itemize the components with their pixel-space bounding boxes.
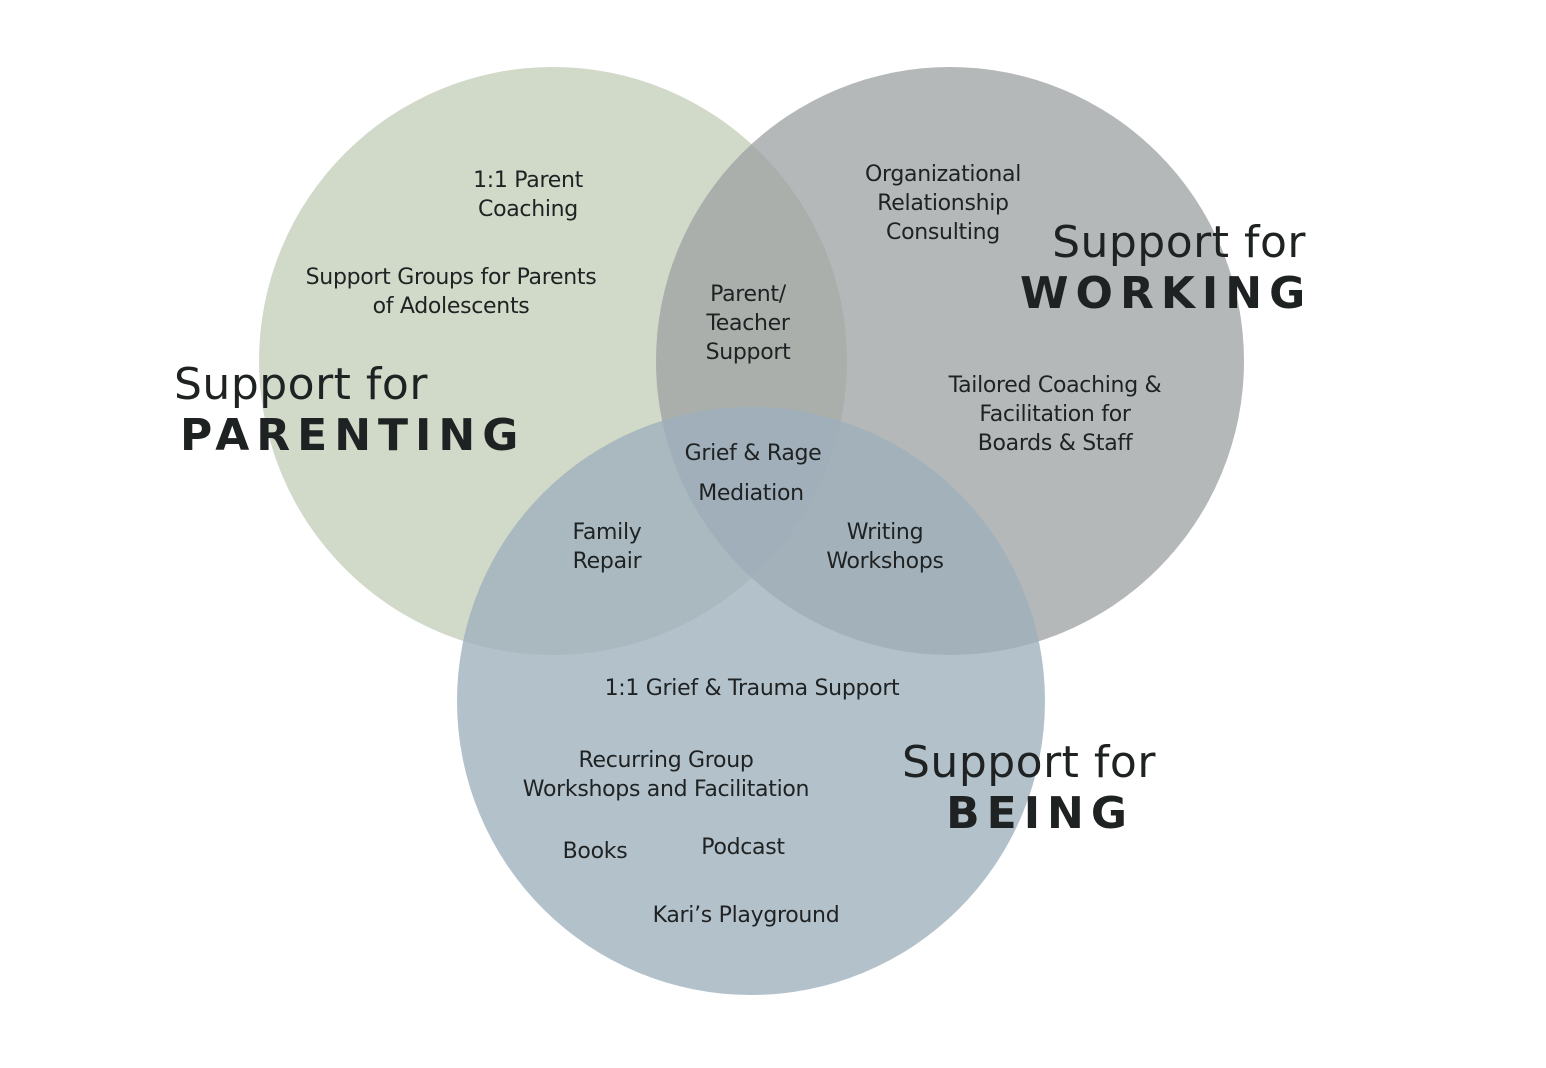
working-heading-prefix: Support for	[1052, 217, 1306, 268]
working-heading-title: WORKING	[1020, 268, 1313, 319]
label-grief-trauma: 1:1 Grief & Trauma Support	[604, 676, 900, 701]
parenting-heading-title: PARENTING	[180, 410, 526, 461]
label-tailored-coaching: Tailored Coaching & Facilitation for Boa…	[948, 373, 1162, 456]
being-heading-prefix: Support for	[902, 737, 1156, 788]
being-heading: Support for BEING	[902, 737, 1156, 840]
label-grief-rage: Grief & Rage	[684, 441, 822, 466]
working-heading: Support for WORKING	[1020, 218, 1306, 320]
label-books: Books	[562, 839, 628, 864]
being-circle	[457, 407, 1045, 995]
label-recurring-group: Recurring Group Workshops and Facilitati…	[522, 748, 810, 802]
label-family-repair: Family Repair	[572, 520, 642, 574]
label-support-groups: Support Groups for Parents of Adolescent…	[305, 265, 597, 319]
label-parent-coaching: 1:1 Parent Coaching	[473, 168, 583, 222]
label-parent-teacher: Parent/ Teacher Support	[705, 282, 791, 365]
label-org-consulting: Organizational Relationship Consulting	[864, 162, 1022, 245]
label-podcast: Podcast	[701, 835, 785, 860]
label-writing-workshops: Writing Workshops	[826, 520, 944, 574]
label-karis-playground: Kari’s Playground	[652, 903, 840, 928]
label-mediation: Mediation	[698, 481, 804, 506]
parenting-heading: Support for PARENTING	[174, 360, 525, 462]
being-heading-title: BEING	[946, 788, 1134, 839]
parenting-heading-prefix: Support for	[174, 359, 428, 410]
